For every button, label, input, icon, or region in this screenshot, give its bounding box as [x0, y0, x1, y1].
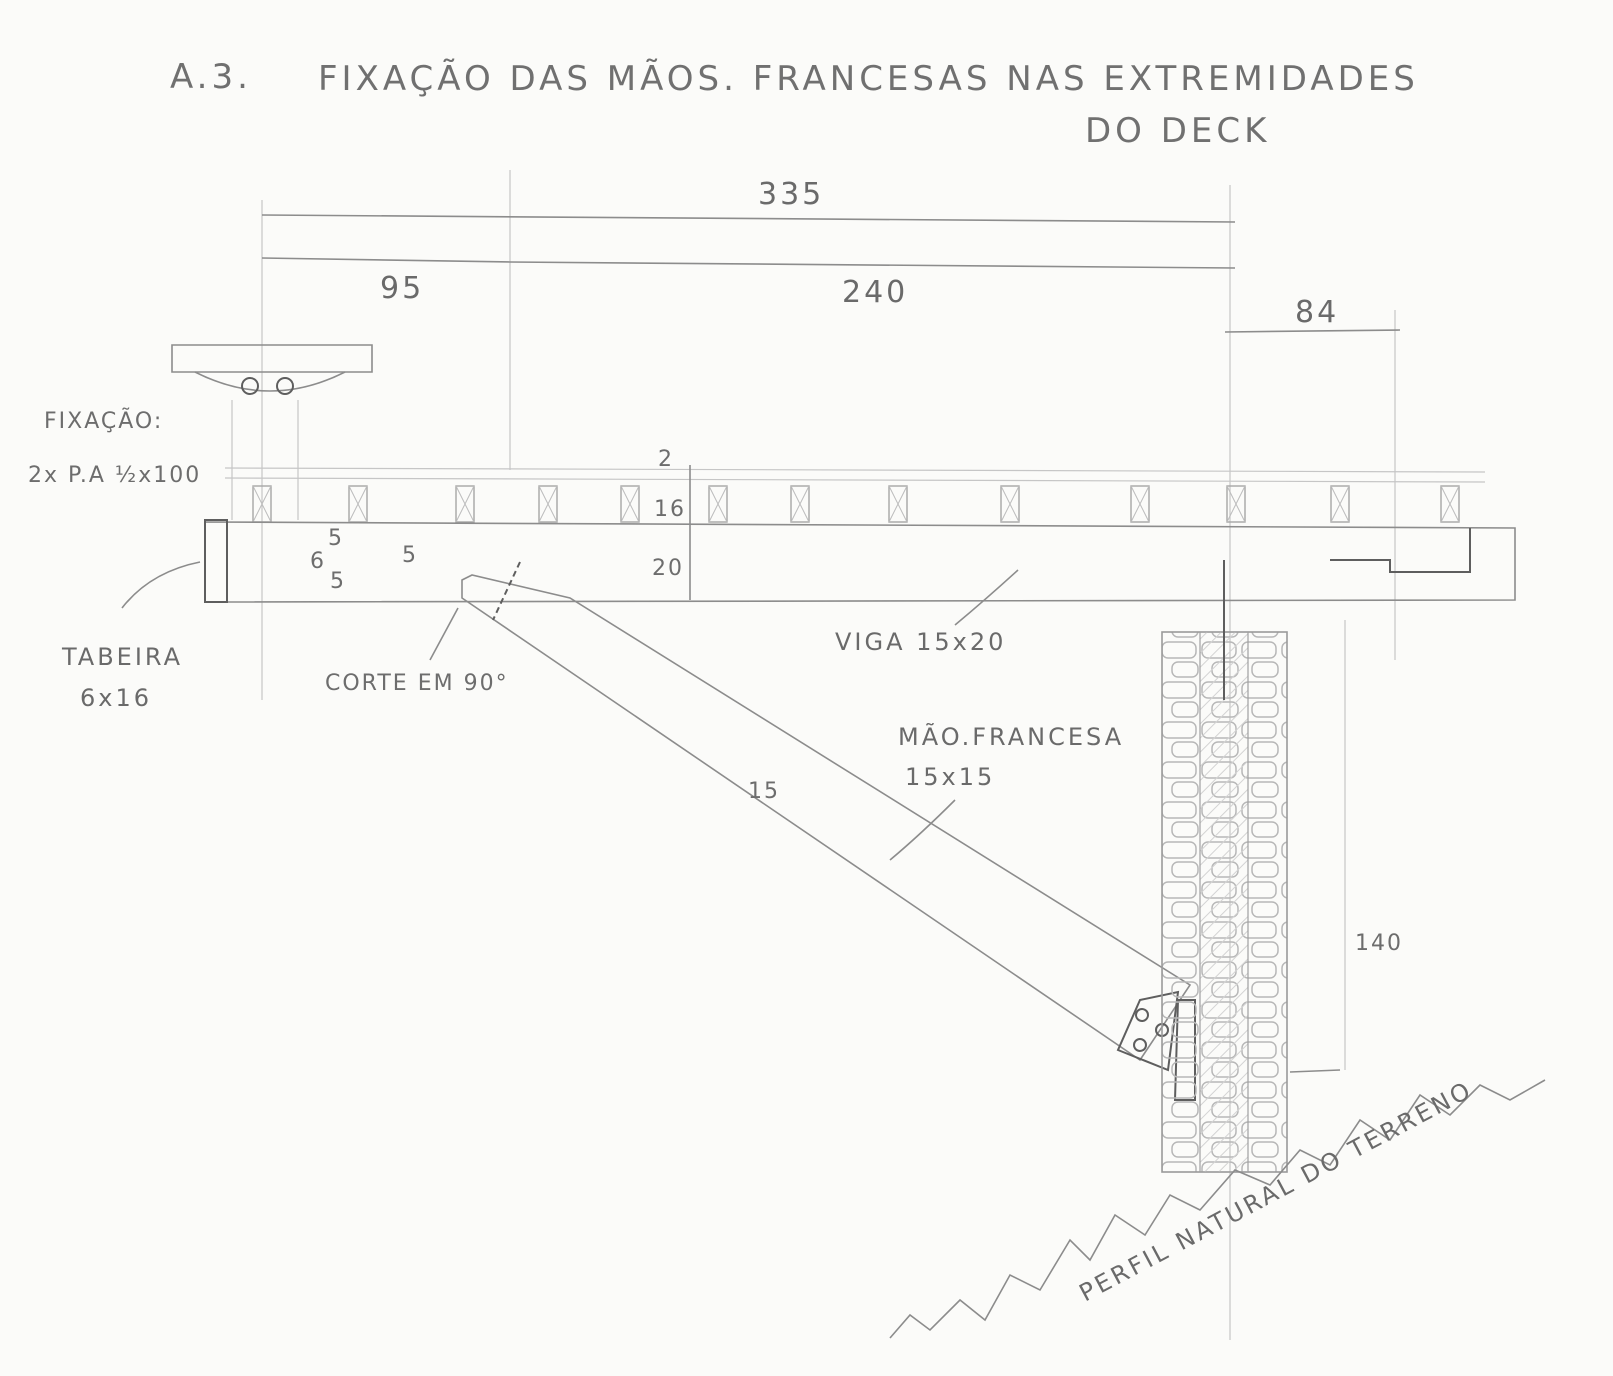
dim-brace-width: 15 [748, 779, 780, 804]
dim-left-span: 95 [380, 271, 424, 306]
joist-cross [348, 485, 368, 523]
fixation-detail [171, 344, 373, 520]
terrain-profile [889, 1079, 1546, 1339]
fixacao-title: FIXAÇÃO: [44, 407, 163, 434]
deck-boards [224, 467, 1486, 483]
dim-tabeira-bottom: 5 [330, 569, 346, 594]
joist [1440, 485, 1460, 523]
mao-francesa-name: MÃO.FRANCESA [898, 721, 1124, 751]
joist-cross [455, 485, 475, 523]
joist-cross [1130, 485, 1150, 523]
dim-post-height: 140 [1355, 931, 1403, 956]
joist-cross [252, 485, 272, 523]
joist-cross [888, 485, 908, 523]
joist-cross [1330, 485, 1350, 523]
joist [708, 485, 728, 523]
mao-francesa-leader [889, 799, 956, 861]
joist-cross [708, 485, 728, 523]
dim-total: 335 [758, 177, 824, 212]
joists [252, 485, 1460, 523]
corte-leader [429, 607, 459, 661]
fixacao-spec: 2x P.A ½x100 [28, 463, 201, 488]
dim-deck-thickness: 2 [658, 447, 674, 472]
joist-cross [1226, 485, 1246, 523]
title-line-1: FIXAÇÃO DAS MÃOS. FRANCESAS NAS EXTREMID… [318, 59, 1419, 99]
dim-joist-height: 16 [654, 497, 686, 522]
viga-leader [954, 569, 1019, 626]
viga-label: VIGA 15x20 [835, 628, 1006, 656]
joist [790, 485, 810, 523]
joist [1130, 485, 1150, 523]
brace [461, 574, 1192, 1062]
joist [538, 485, 558, 523]
joist [1330, 485, 1350, 523]
joist [620, 485, 640, 523]
tabeira-leader [121, 561, 201, 609]
joist [455, 485, 475, 523]
title-line-2: DO DECK [1085, 111, 1270, 151]
dim-beam-height: 20 [652, 556, 684, 581]
dim-tabeira-mid: 6 [310, 549, 326, 574]
joist-cross [1000, 485, 1020, 523]
cut-line [492, 561, 521, 621]
dim-tabeira-top: 5 [328, 526, 344, 551]
joist-cross [538, 485, 558, 523]
joist-cross [1440, 485, 1460, 523]
dim-mid-span: 240 [842, 275, 908, 310]
dim-overhang: 84 [1295, 295, 1339, 330]
joist-cross [790, 485, 810, 523]
joist [1226, 485, 1246, 523]
tabeira-name: TABEIRA [61, 643, 183, 671]
title-number: A.3. [170, 57, 252, 97]
corte-label: CORTE EM 90° [325, 671, 509, 696]
tabeira-size: 6x16 [80, 684, 152, 712]
dim-cut-offset: 5 [402, 543, 418, 568]
post-core [1199, 631, 1249, 1173]
joist-cross [620, 485, 640, 523]
tabeira [204, 519, 228, 603]
beam-end-notch [1330, 528, 1471, 573]
joist [888, 485, 908, 523]
joist [1000, 485, 1020, 523]
mao-francesa-size: 15x15 [905, 763, 995, 791]
